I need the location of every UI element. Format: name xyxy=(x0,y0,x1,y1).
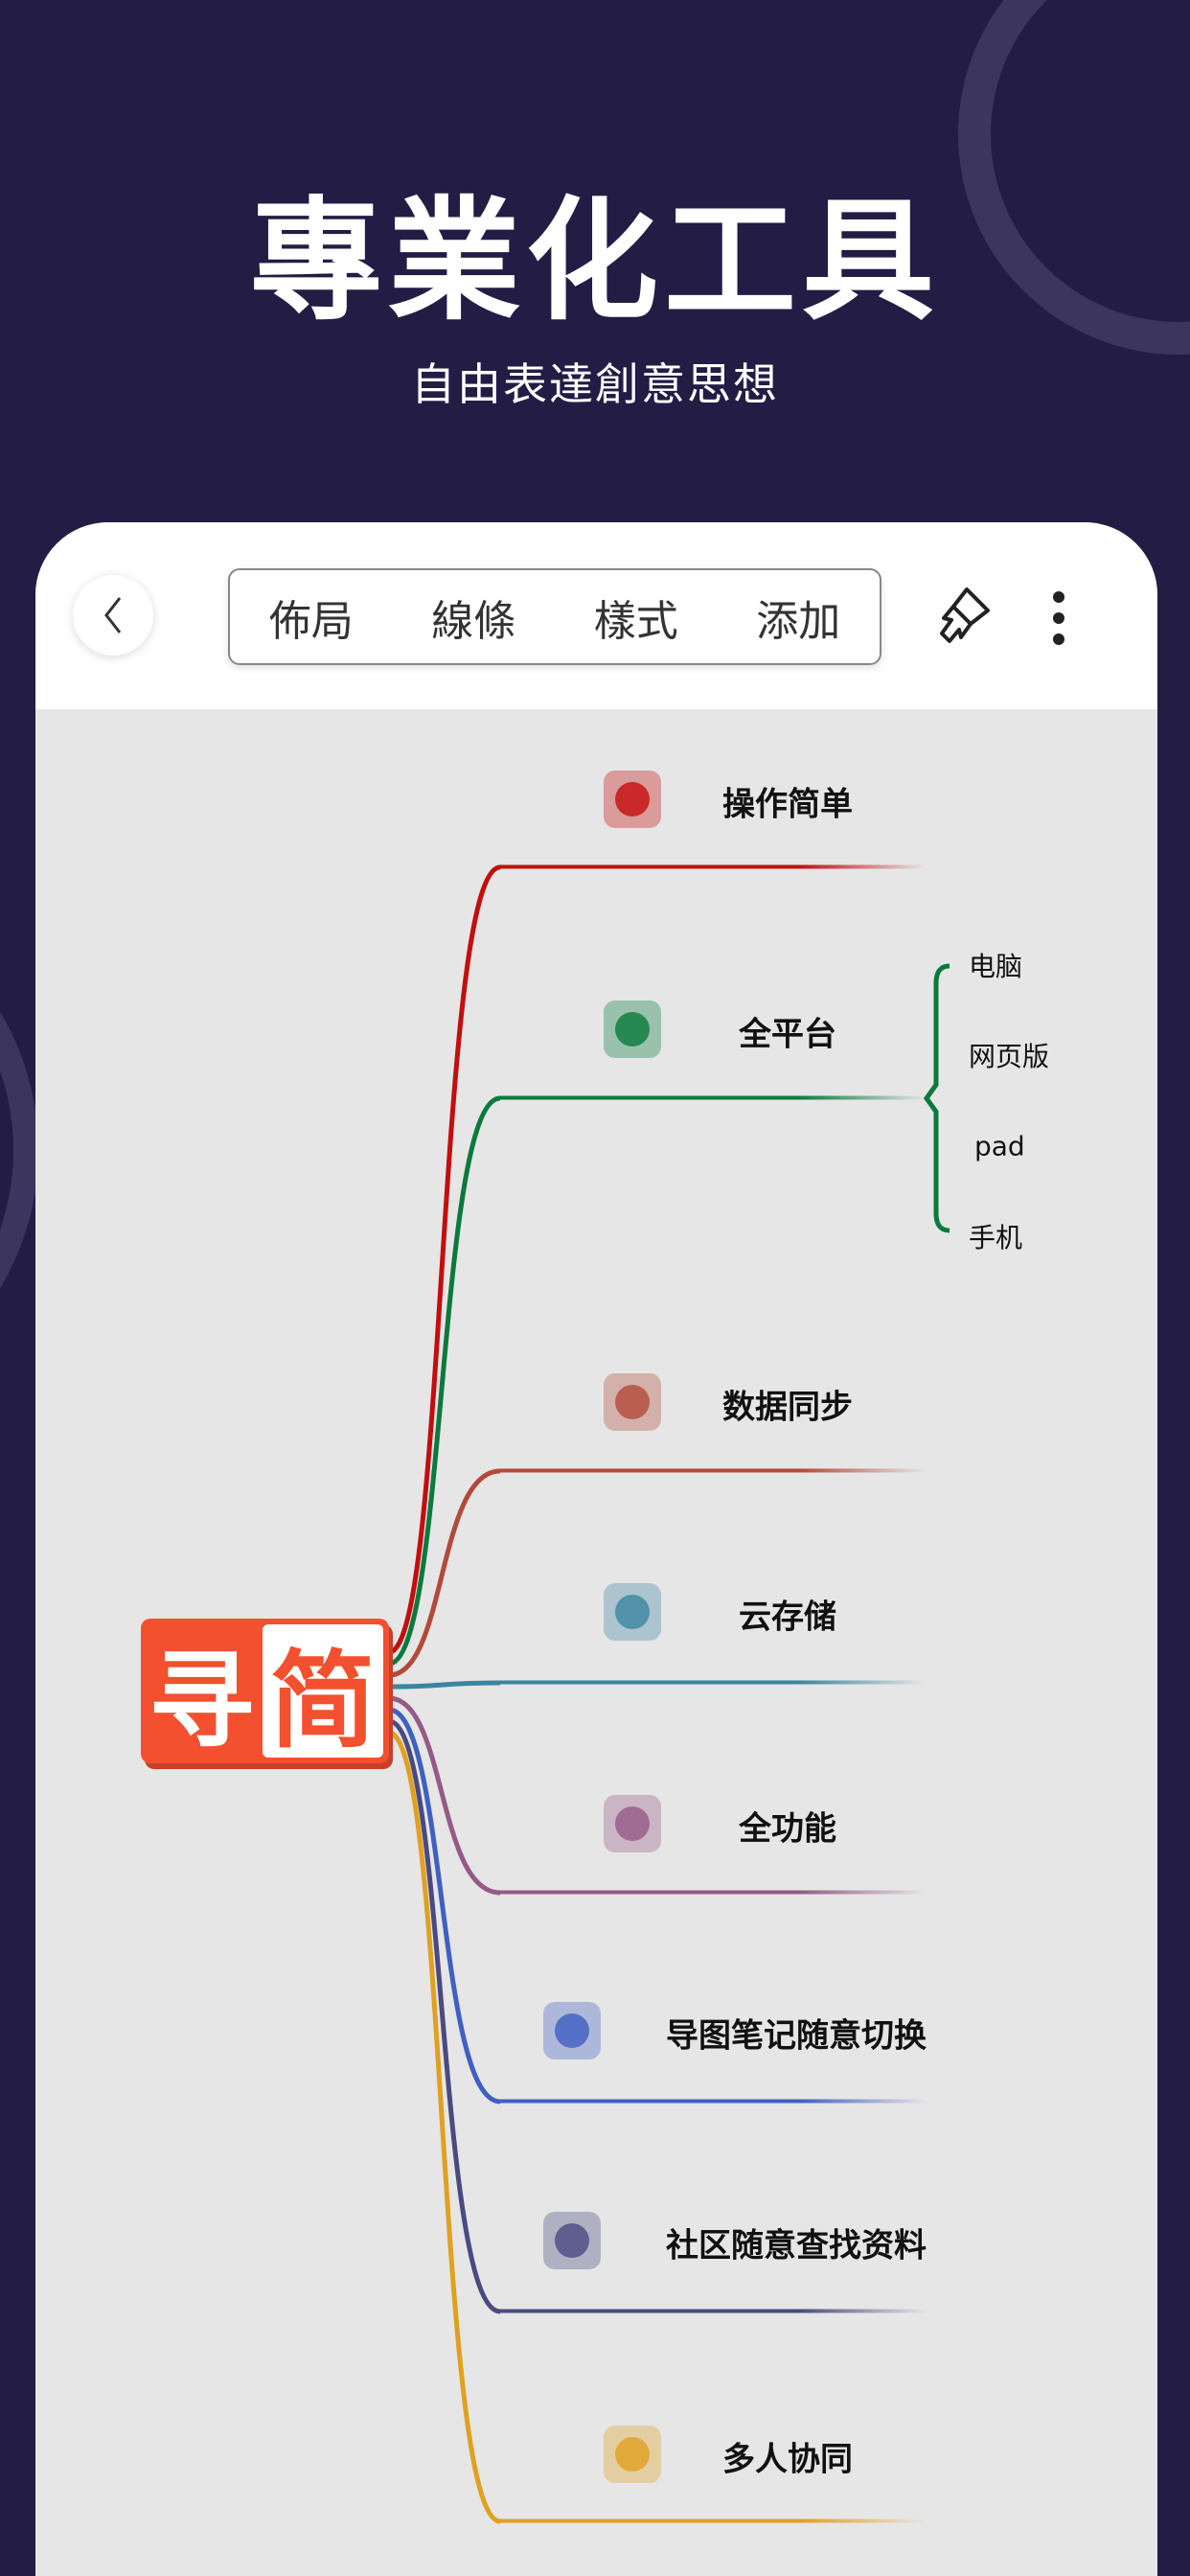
branch-label[interactable]: 全平台 xyxy=(739,1015,836,1054)
branch-curve xyxy=(388,1730,501,2524)
child-node[interactable]: 手机 xyxy=(969,1222,1023,1254)
branch-line xyxy=(500,1468,927,1473)
branch-line xyxy=(500,2309,927,2313)
branch-label[interactable]: 导图笔记随意切换 xyxy=(666,2016,927,2056)
team-icon xyxy=(584,2411,680,2501)
branch-curve xyxy=(388,1718,501,2314)
branch-label[interactable]: 多人协同 xyxy=(722,2440,853,2479)
child-node[interactable]: 网页版 xyxy=(969,1041,1050,1072)
chevron-left-icon xyxy=(104,597,122,633)
branch-curve xyxy=(388,1468,501,1678)
branch-label[interactable]: 社区随意查找资料 xyxy=(666,2226,927,2266)
branch-line xyxy=(500,864,927,869)
branch-label[interactable]: 全功能 xyxy=(739,1809,836,1849)
data-sync-icon xyxy=(584,1359,680,1449)
branch-line xyxy=(500,2099,927,2104)
branch-label[interactable]: 数据同步 xyxy=(722,1388,853,1427)
branch-line xyxy=(500,1890,927,1895)
app-preview-card: 佈局 線條 樣式 添加 寻 简 操作简单全平台 电脑网页版 pad 手机数据同步云存储… xyxy=(35,522,1157,2576)
logo-left-char: 寻 xyxy=(149,1639,255,1762)
child-node[interactable]: 电脑 xyxy=(969,951,1023,982)
tab-lines[interactable]: 線條 xyxy=(431,596,516,646)
branch-line xyxy=(500,1095,927,1100)
cloud-icon xyxy=(584,1569,680,1659)
branch-label[interactable]: 操作简单 xyxy=(722,785,853,824)
hero-title: 專業化工具 xyxy=(249,184,940,338)
tab-add[interactable]: 添加 xyxy=(756,596,841,646)
branch-line xyxy=(500,1680,927,1685)
branch-curve xyxy=(388,864,501,1655)
tab-style[interactable]: 樣式 xyxy=(593,596,678,646)
logo-right-char: 简 xyxy=(262,1624,383,1762)
decorative-rings xyxy=(0,0,1190,1289)
branch-curve xyxy=(388,1707,501,2104)
gold-medal-icon xyxy=(584,1781,680,1871)
branch-curve xyxy=(388,1095,501,1667)
clipboard-icon xyxy=(524,1988,620,2078)
branch-curve xyxy=(388,1680,501,1690)
pointer-hand-icon xyxy=(584,756,680,846)
children-bracket xyxy=(923,963,950,1233)
root-node-logo[interactable]: 寻 简 xyxy=(141,1619,389,1763)
multi-device-icon xyxy=(584,986,680,1076)
toolbar-tabs: 佈局 線條 樣式 添加 xyxy=(228,568,881,665)
decorative-ring xyxy=(0,1011,38,1289)
community-icon xyxy=(524,2197,620,2288)
branch-line xyxy=(500,2518,927,2523)
hero-subtitle: 自由表達創意思想 xyxy=(411,358,779,410)
branch-label[interactable]: 云存储 xyxy=(739,1598,836,1637)
decorative-ring xyxy=(958,0,1190,355)
tab-layout[interactable]: 佈局 xyxy=(268,596,354,646)
paint-brush-icon[interactable] xyxy=(928,582,995,649)
branch-curve xyxy=(388,1695,501,1896)
more-options-icon[interactable] xyxy=(1051,591,1066,645)
mindmap-canvas[interactable]: 寻 简 操作简单全平台 电脑网页版 pad 手机数据同步云存储全功能导图笔记随意切换社… xyxy=(35,709,1157,2576)
back-button[interactable] xyxy=(73,575,153,656)
toolbar: 佈局 線條 樣式 添加 xyxy=(35,522,1157,709)
child-node[interactable]: pad xyxy=(974,1130,1025,1162)
